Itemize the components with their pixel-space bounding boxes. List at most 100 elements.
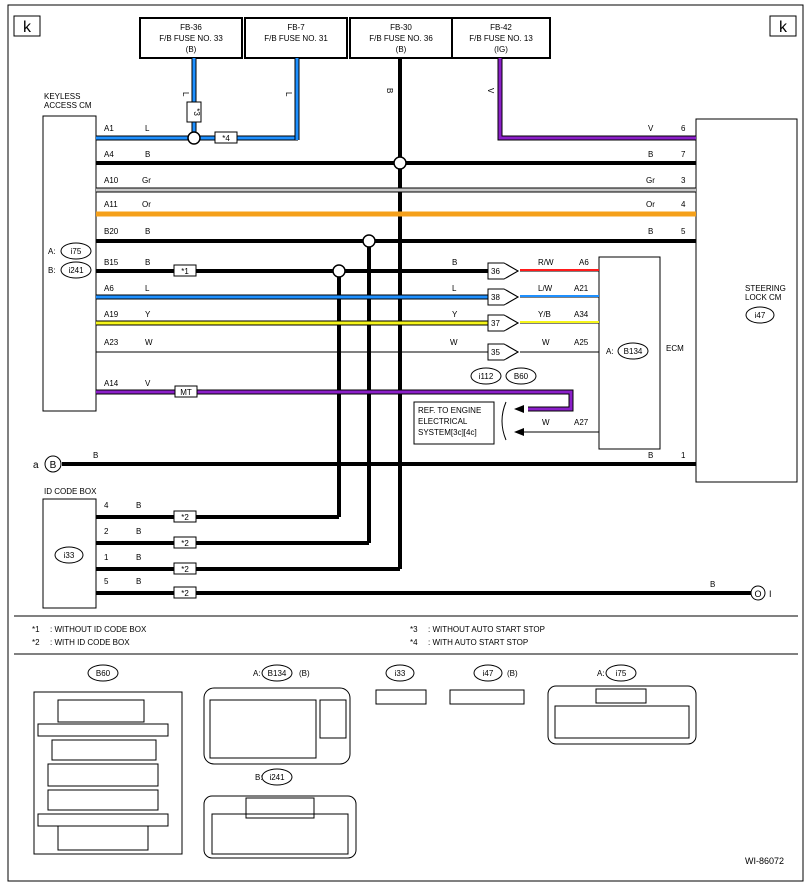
svg-text:2: 2 — [104, 527, 109, 536]
svg-text:B134: B134 — [268, 669, 287, 678]
svg-text:B: B — [93, 451, 98, 460]
svg-text:REF. TO ENGINE: REF. TO ENGINE — [418, 406, 481, 415]
connector-b134-drawing: A: B134 (B) — [203, 664, 351, 765]
svg-text:A4: A4 — [104, 150, 114, 159]
star3-marker: *3 — [186, 101, 202, 123]
keyless-title-2: ACCESS CM — [44, 101, 92, 110]
svg-text:Or: Or — [646, 200, 655, 209]
fuse-code: FB-30 — [390, 23, 412, 32]
svg-text:*2: *2 — [181, 589, 189, 598]
svg-text:L/W: L/W — [538, 284, 553, 293]
corner-label-right-box — [769, 15, 797, 37]
svg-text:V: V — [145, 379, 151, 388]
svg-text:35: 35 — [491, 348, 500, 357]
corner-label-right: k — [779, 19, 788, 36]
svg-text:37: 37 — [491, 319, 500, 328]
svg-text:MT: MT — [180, 388, 192, 397]
svg-text:B: B — [648, 227, 653, 236]
svg-text:A6: A6 — [579, 258, 589, 267]
svg-text:L: L — [452, 284, 457, 293]
svg-text:SYSTEM[3c][4c]: SYSTEM[3c][4c] — [418, 428, 477, 437]
svg-text:B: B — [136, 577, 141, 586]
corner-label-left: k — [23, 19, 32, 36]
vlabel-fb7: L — [284, 92, 293, 97]
keyless-conn-b-label: i241 — [68, 266, 84, 275]
fuse-name: F/B FUSE NO. 13 — [469, 34, 533, 43]
svg-text:W: W — [542, 338, 550, 347]
svg-text:B: B — [50, 460, 57, 471]
svg-text:L: L — [145, 124, 150, 133]
svg-text:4: 4 — [681, 200, 686, 209]
fuse-supply: (B) — [186, 45, 197, 54]
svg-text:B:: B: — [255, 773, 263, 782]
fuse-supply: (IG) — [494, 45, 508, 54]
fuse-box-fb36: FB-36 F/B FUSE NO. 33 (B) — [139, 17, 243, 59]
vlabel-fb36: L — [181, 92, 190, 97]
svg-text:R/W: R/W — [538, 258, 554, 267]
document-id: WI-86072 — [745, 856, 784, 866]
svg-text:B: B — [145, 258, 150, 267]
id-code-box-title: ID CODE BOX — [44, 487, 97, 496]
diagram-frame — [7, 4, 804, 882]
star2-marker-2: *2 — [173, 536, 197, 549]
fuse-name: F/B FUSE NO. 31 — [264, 34, 328, 43]
ecm-conn-prefix: A: — [606, 347, 614, 356]
svg-text:36: 36 — [491, 267, 500, 276]
svg-text:7: 7 — [681, 150, 686, 159]
ecm-conn-label: B134 — [624, 347, 643, 356]
svg-text:A19: A19 — [104, 310, 119, 319]
svg-text:5: 5 — [104, 577, 109, 586]
fuse-box-fb30: FB-30 F/B FUSE NO. 36 (B) — [349, 17, 453, 59]
svg-text:i75: i75 — [616, 669, 627, 678]
mt-marker: MT — [174, 385, 198, 398]
svg-text:Gr: Gr — [646, 176, 655, 185]
steering-conn-label: i47 — [755, 311, 766, 320]
steering-title-1: STEERING — [745, 284, 786, 293]
svg-text:1: 1 — [104, 553, 109, 562]
svg-text:A21: A21 — [574, 284, 589, 293]
svg-text:*4: *4 — [222, 134, 230, 143]
svg-text:B: B — [145, 150, 150, 159]
ecm-conn-oval — [617, 342, 649, 360]
fuse-name: F/B FUSE NO. 36 — [369, 34, 433, 43]
svg-text:38: 38 — [491, 293, 500, 302]
svg-text:B60: B60 — [514, 372, 529, 381]
star1-marker: *1 — [173, 264, 197, 277]
svg-text:*2: *2 — [181, 539, 189, 548]
svg-text:B: B — [648, 150, 653, 159]
svg-text:B: B — [136, 553, 141, 562]
svg-text:*2: *2 — [32, 638, 40, 647]
svg-text:*3: *3 — [410, 625, 418, 634]
joint-connector: B L Y W 36 38 37 35 i112 B60 — [450, 258, 537, 385]
svg-text:A34: A34 — [574, 310, 589, 319]
svg-text:*1: *1 — [181, 267, 189, 276]
svg-text:V: V — [648, 124, 654, 133]
svg-text:B: B — [145, 227, 150, 236]
connector-b60-drawing: B60 — [33, 664, 183, 855]
svg-text:I: I — [769, 589, 772, 599]
splice-fb30 — [393, 156, 407, 170]
steering-lock-cm-box — [695, 118, 798, 483]
svg-text:B60: B60 — [96, 669, 111, 678]
keyless-conn-b-prefix: B: — [48, 266, 56, 275]
svg-text:a: a — [33, 460, 39, 471]
svg-text:A23: A23 — [104, 338, 119, 347]
ground-left: a B B — [33, 451, 98, 473]
svg-text:6: 6 — [681, 124, 686, 133]
ref-engine-box: REF. TO ENGINE ELECTRICAL SYSTEM[3c][4c] — [413, 401, 524, 445]
svg-text:A1: A1 — [104, 124, 114, 133]
svg-text:O: O — [754, 589, 761, 599]
fuse-box-fb42: FB-42 F/B FUSE NO. 13 (IG) — [451, 17, 551, 59]
notes: *1: WITHOUT ID CODE BOX *2: WITH ID CODE… — [32, 625, 545, 647]
keyless-title-1: KEYLESS — [44, 92, 80, 101]
svg-text:ELECTRICAL: ELECTRICAL — [418, 417, 468, 426]
svg-text:3: 3 — [681, 176, 686, 185]
svg-text:(B): (B) — [507, 669, 518, 678]
svg-text:B: B — [452, 258, 457, 267]
ecm-title: ECM — [666, 344, 684, 353]
fuse-code: FB-42 — [490, 23, 512, 32]
svg-text:: WITHOUT ID CODE BOX: : WITHOUT ID CODE BOX — [50, 625, 147, 634]
svg-text:*2: *2 — [181, 513, 189, 522]
